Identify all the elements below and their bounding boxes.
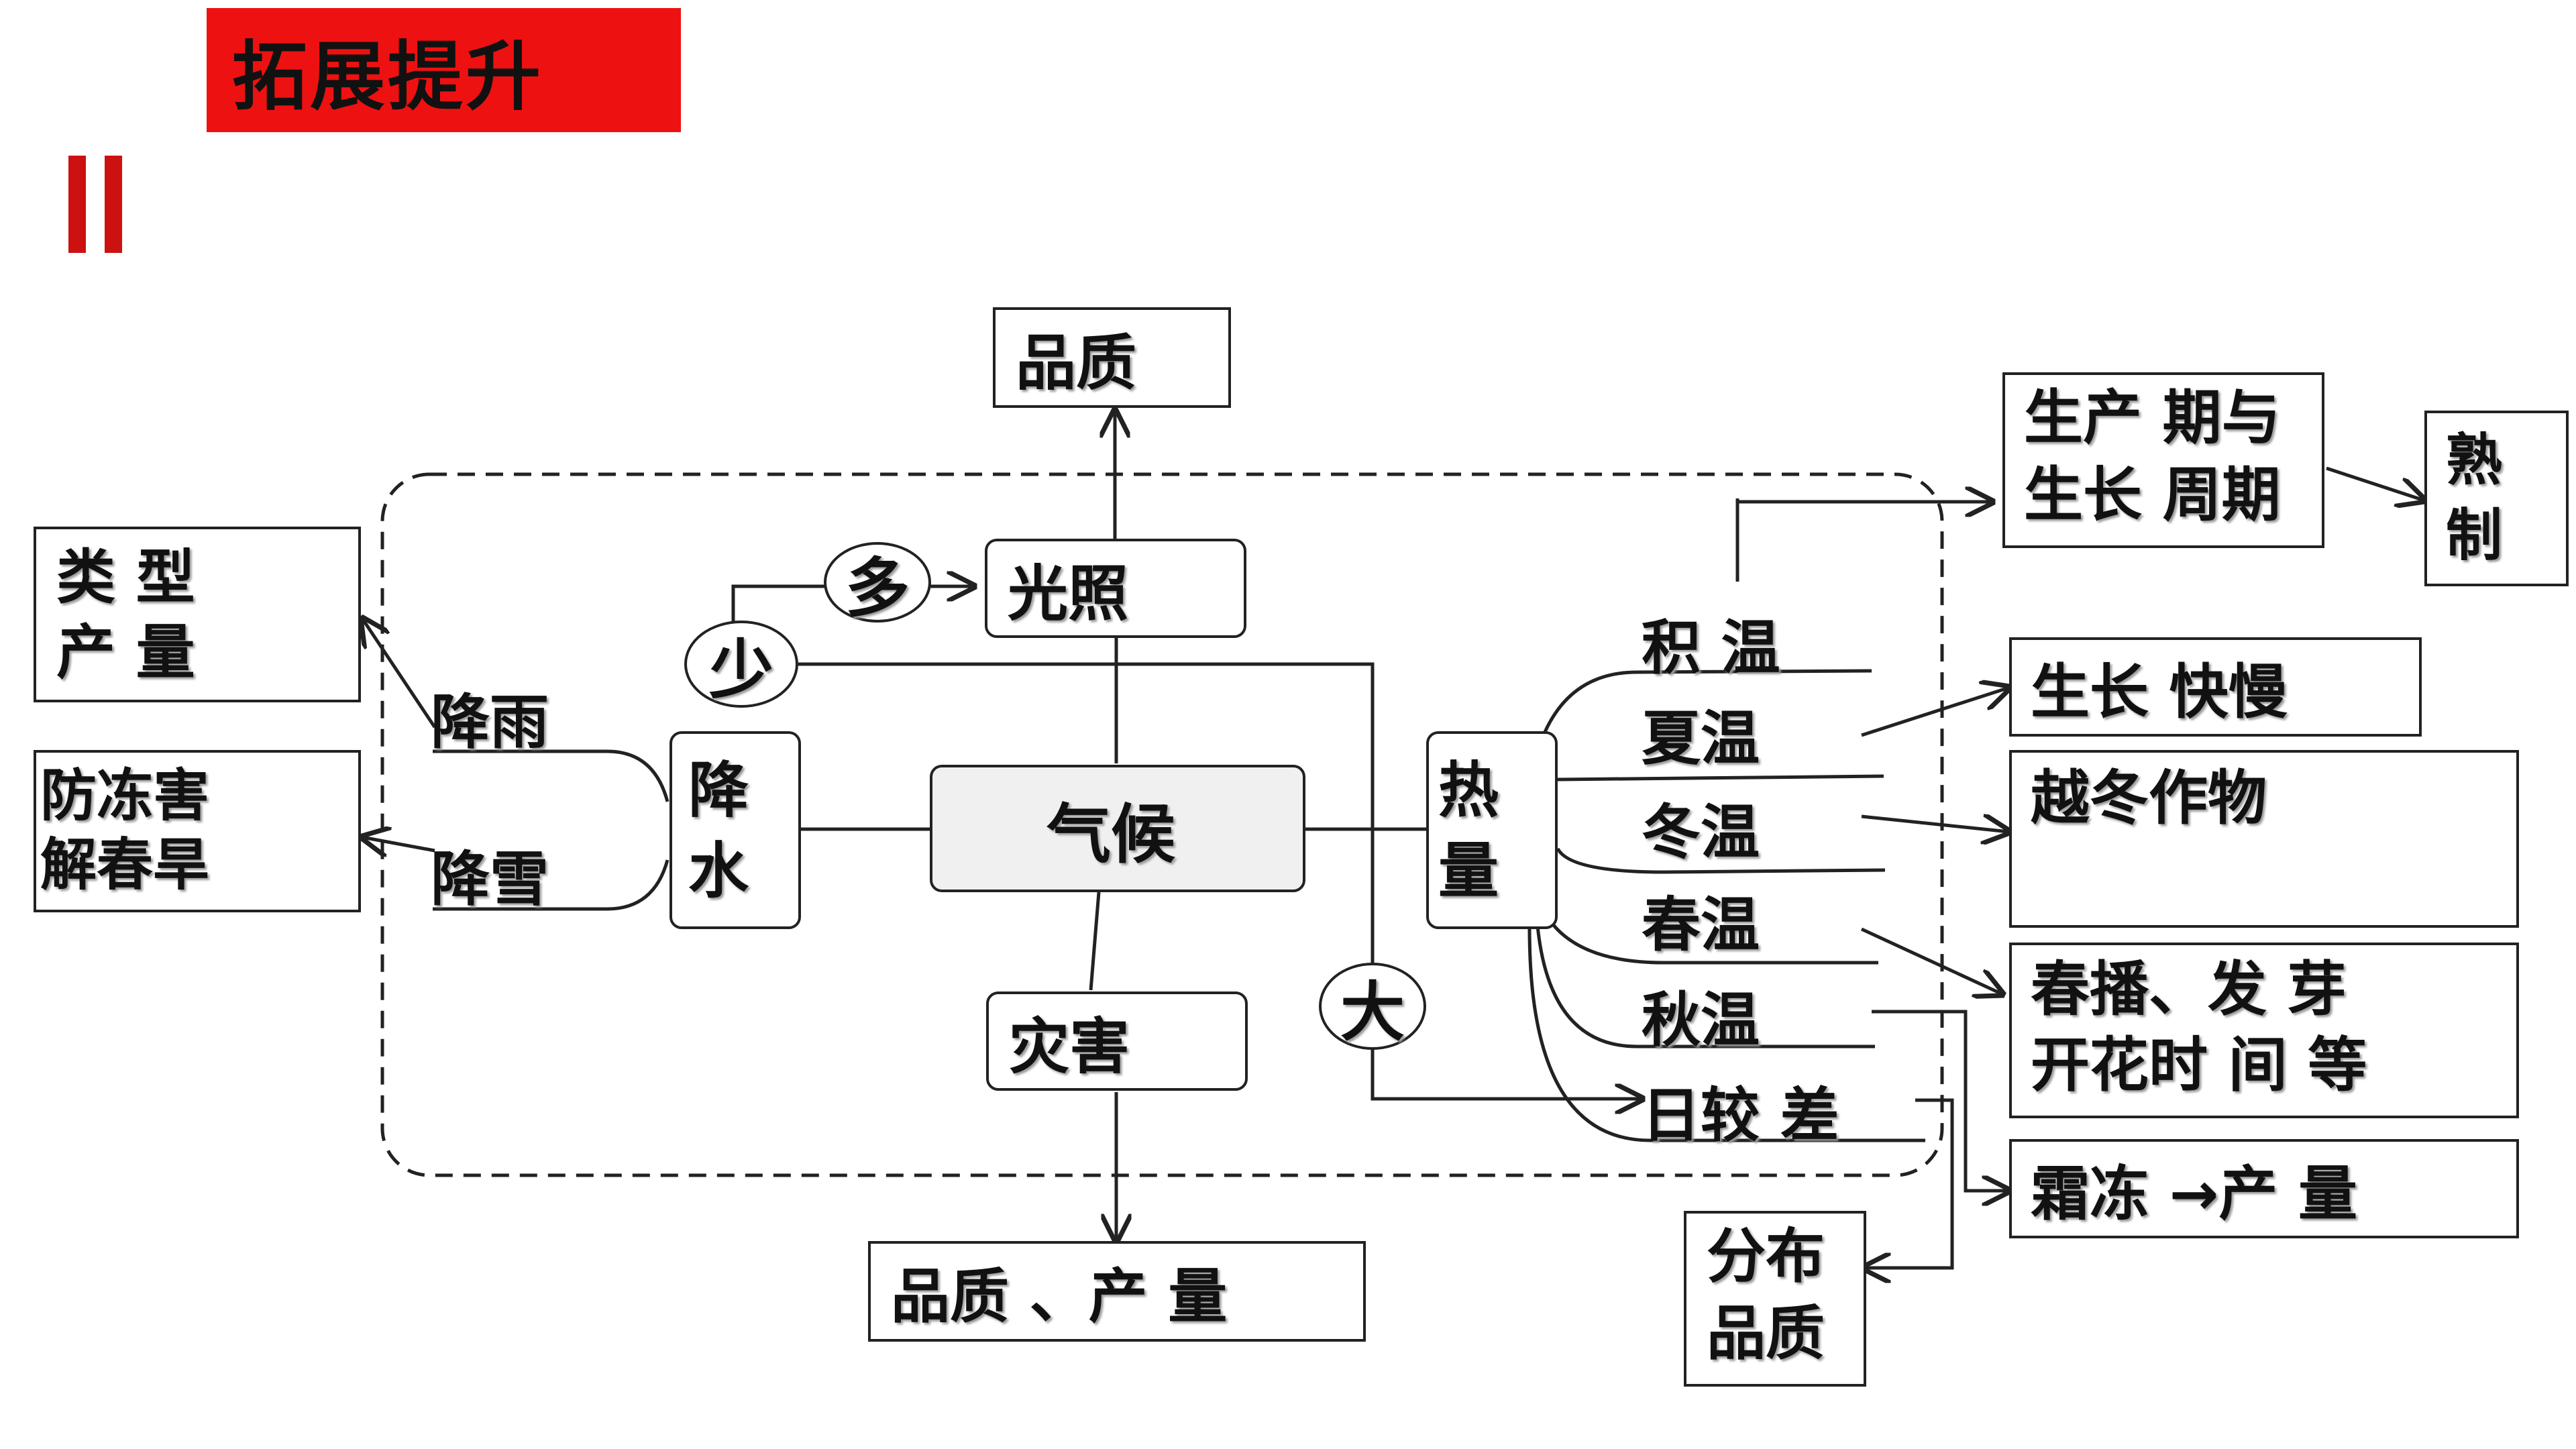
heat-branch-spring: 春温 (1642, 890, 1760, 959)
page-title: 拓展提升 (232, 33, 543, 121)
snow-effect-line-1: 防冻害 (40, 763, 210, 828)
heat-label-1: 热 (1438, 755, 1499, 826)
growth-period-line-2: 生长 周期 (2024, 460, 2281, 529)
frost-box: 霜冻 →产 量 (2009, 1139, 2519, 1238)
snow-effect-box: 防冻害 解春旱 (34, 750, 361, 912)
frost-text: 霜冻 →产 量 (2031, 1159, 2358, 1228)
snow-label: 降雪 (431, 845, 549, 914)
light-label: 光照 (1008, 559, 1128, 629)
snow-effect-line-2: 解春旱 (40, 832, 210, 898)
light-box: 光照 (985, 539, 1246, 638)
spring-sowing-line-1: 春播、发 芽 (2031, 955, 2347, 1024)
climate-center-box: 气候 (930, 765, 1305, 892)
precipitation-box: 降 水 (669, 731, 801, 929)
growth-period-box: 生产 期与 生长 周期 (2002, 372, 2324, 548)
heat-branch-diurnal-range: 日较 差 (1642, 1081, 1839, 1150)
precipitation-label-1: 降 (688, 755, 749, 826)
winter-crop-text: 越冬作物 (2031, 763, 2267, 833)
distribution-box: 分布 品质 (1684, 1211, 1866, 1387)
title-accent-bar-left (68, 156, 86, 253)
light-quality-box: 品质 (993, 307, 1231, 408)
rain-effect-line-1: 类 型 (56, 543, 195, 612)
heat-branch-summer: 夏温 (1642, 704, 1760, 773)
winter-crop-box: 越冬作物 (2009, 750, 2519, 928)
more-marker: 多 (824, 542, 931, 626)
precipitation-label-2: 水 (688, 836, 749, 906)
distribution-line-1: 分布 (1707, 1222, 1825, 1291)
heat-branch-accumulated: 积 温 (1642, 613, 1780, 682)
large-marker: 大 (1319, 963, 1426, 1050)
heat-branch-autumn: 秋温 (1642, 985, 1760, 1055)
title-banner: 拓展提升 (207, 8, 681, 132)
spring-sowing-box: 春播、发 芽 开花时 间 等 (2009, 943, 2519, 1118)
disaster-box: 灾害 (986, 991, 1248, 1091)
heat-box: 热 量 (1426, 731, 1558, 929)
climate-label: 气候 (1046, 796, 1175, 872)
rain-effect-line-2: 产 量 (56, 618, 195, 687)
less-marker: 少 (684, 621, 798, 708)
growth-speed-box: 生长 快慢 (2009, 637, 2422, 737)
cropping-system-line-2: 制 (2446, 502, 2503, 568)
rain-effect-box: 类 型 产 量 (34, 527, 361, 702)
heat-label-2: 量 (1438, 836, 1499, 906)
cropping-system-line-1: 熟 (2446, 427, 2503, 493)
spring-sowing-line-2: 开花时 间 等 (2031, 1030, 2367, 1099)
disaster-result-text: 品质 、产 量 (891, 1261, 1228, 1331)
rain-label: 降雨 (431, 688, 549, 757)
disaster-label: 灾害 (1009, 1012, 1130, 1082)
heat-branch-winter: 冬温 (1642, 798, 1760, 867)
cropping-system-box: 熟 制 (2424, 411, 2569, 586)
growth-period-line-1: 生产 期与 (2024, 383, 2281, 452)
growth-speed-text: 生长 快慢 (2031, 657, 2288, 727)
distribution-line-2: 品质 (1707, 1299, 1825, 1368)
disaster-result-box: 品质 、产 量 (868, 1241, 1366, 1342)
title-accent-bar-right (105, 156, 122, 253)
light-quality-text: 品质 (1016, 328, 1136, 398)
